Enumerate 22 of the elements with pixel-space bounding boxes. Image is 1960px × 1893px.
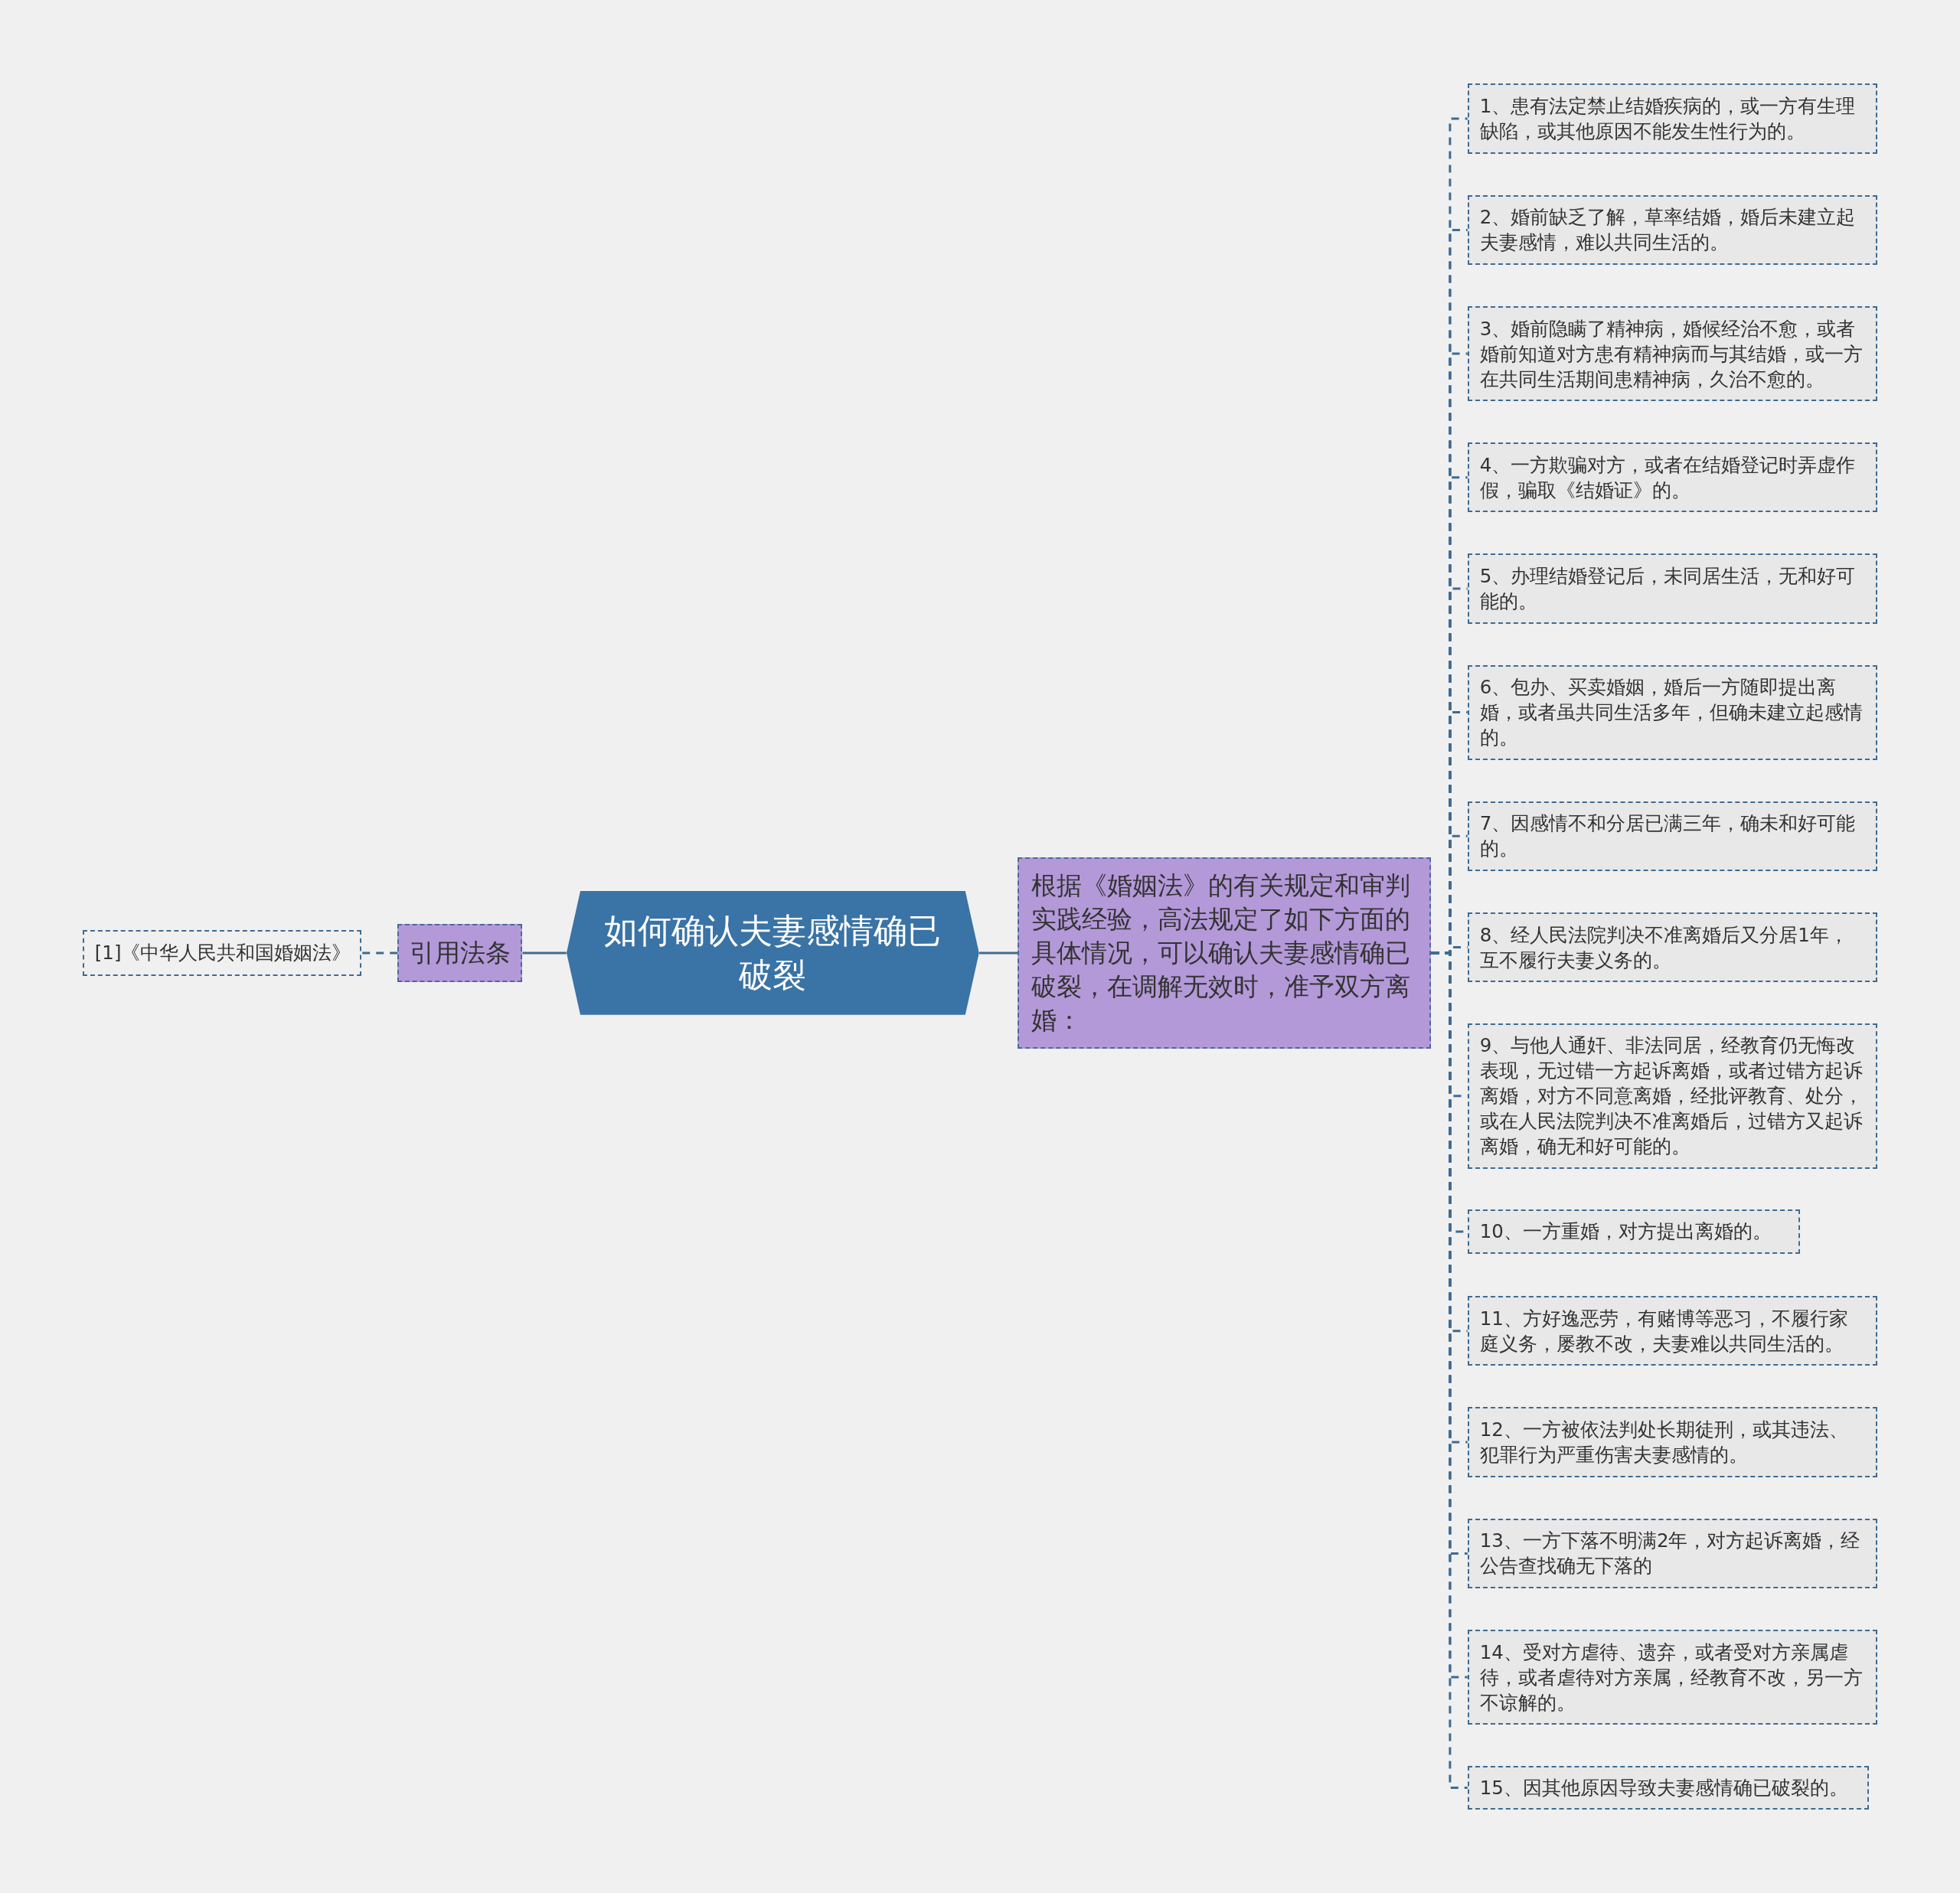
topic-hexagon: 如何确认夫妻感情确已破裂	[566, 891, 979, 1015]
connector-line	[522, 951, 567, 955]
connector-line	[361, 951, 398, 955]
detail-box: 12、一方被依法判处长期徒刑，或其违法、犯罪行为严重伤害夫妻感情的。	[1467, 1407, 1878, 1477]
topic-box: 根据《婚姻法》的有关规定和审判实践经验，高法规定了如下方面的具体情况，可以确认夫妻感情确已破裂，在调解无效时，准予双方离婚：	[1017, 857, 1432, 1049]
detail-box: 9、与他人通奸、非法同居，经教育仍无悔改表现，无过错一方起诉离婚，或者过错方起诉离婚，对方不同意离婚，经批评教育、处分，或在人民法院判决不准离婚后，过错方又起诉离婚，确无和好可能的。	[1467, 1023, 1878, 1169]
detail-box: 8、经人民法院判决不准离婚后又分居1年，互不履行夫妻义务的。	[1467, 912, 1878, 983]
detail-box: 10、一方重婚，对方提出离婚的。	[1467, 1209, 1800, 1254]
detail-box: [1]《中华人民共和国婚姻法》	[82, 929, 361, 977]
detail-box: 3、婚前隐瞒了精神病，婚候经治不愈，或者婚前知道对方患有精神病而与其结婚，或一方在共同生活期间患精神病，久治不愈的。	[1467, 306, 1878, 402]
detail-box: 1、患有法定禁止结婚疾病的，或一方有生理缺陷，或其他原因不能发生性行为的。	[1467, 83, 1878, 154]
topic-box: 引用法条	[397, 923, 523, 983]
detail-box: 5、办理结婚登记后，未同居生活，无和好可能的。	[1467, 553, 1878, 624]
connector-line	[978, 951, 1018, 955]
detail-box: 14、受对方虐待、遗弃，或者受对方亲属虐待，或者虐待对方亲属，经教育不改，另一方不谅解的。	[1467, 1629, 1878, 1725]
detail-box: 6、包办、买卖婚姻，婚后一方随即提出离婚，或者虽共同生活多年，但确未建立起感情的。	[1467, 664, 1878, 760]
detail-box: 2、婚前缺乏了解，草率结婚，婚后未建立起夫妻感情，难以共同生活的。	[1467, 194, 1878, 266]
detail-box: 13、一方下落不明满2年，对方起诉离婚，经公告查找确无下落的	[1467, 1518, 1878, 1589]
detail-box: 4、一方欺骗对方，或者在结婚登记时弄虚作假，骗取《结婚证》的。	[1467, 442, 1878, 513]
detail-box: 11、方好逸恶劳，有赌博等恶习，不履行家庭义务，屡教不改，夫妻难以共同生活的。	[1467, 1296, 1878, 1366]
detail-box: 7、因感情不和分居已满三年，确未和好可能的。	[1467, 801, 1878, 871]
detail-box: 15、因其他原因导致夫妻感情确已破裂的。	[1467, 1765, 1869, 1810]
